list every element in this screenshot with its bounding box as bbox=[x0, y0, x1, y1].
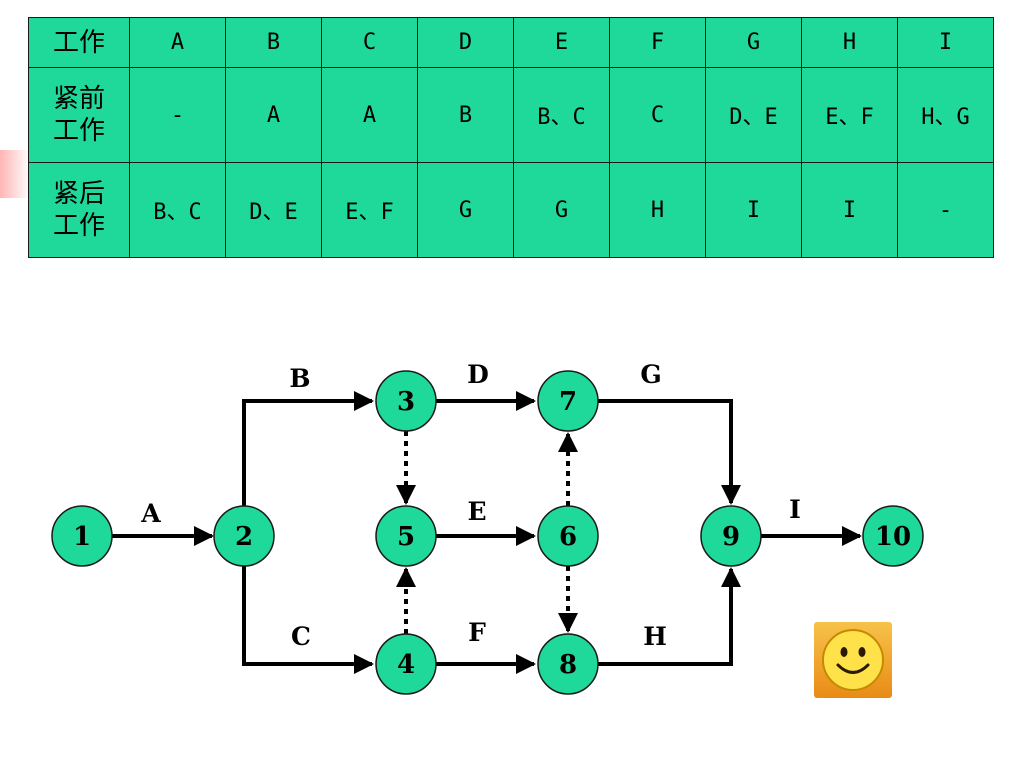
successor-row: 紧后工作 B、C D、E E、F G G H I I - bbox=[28, 162, 994, 258]
activity-label-g: G bbox=[640, 360, 661, 389]
successor-cell: I bbox=[705, 162, 802, 258]
successor-cell: D、E bbox=[225, 162, 322, 258]
work-row-label: 工作 bbox=[28, 17, 130, 68]
node-2-label: 2 bbox=[235, 522, 253, 552]
activity-label-i: I bbox=[789, 495, 801, 524]
node-4: 4 bbox=[375, 633, 437, 695]
node-4-label: 4 bbox=[397, 650, 415, 680]
predecessor-cell: H、G bbox=[897, 67, 994, 163]
successor-cell: - bbox=[897, 162, 994, 258]
node-9: 9 bbox=[700, 505, 762, 567]
work-cell: F bbox=[609, 17, 706, 68]
node-6-label: 6 bbox=[559, 522, 577, 552]
successor-label-line2: 工作 bbox=[52, 211, 105, 241]
node-3: 3 bbox=[375, 370, 437, 432]
activity-label-b: B bbox=[289, 364, 310, 393]
node-5: 5 bbox=[375, 505, 437, 567]
activity-label-a: A bbox=[140, 499, 161, 528]
activity-arrow-c bbox=[242, 566, 374, 674]
activity-arrow-g bbox=[598, 399, 741, 505]
successor-cell: H bbox=[609, 162, 706, 258]
predecessor-cell: B bbox=[417, 67, 514, 163]
successor-cell: I bbox=[801, 162, 898, 258]
node-1: 1 bbox=[51, 505, 113, 567]
predecessor-cell: D、E bbox=[705, 67, 802, 163]
node-8-label: 8 bbox=[559, 650, 577, 680]
predecessor-row-label: 紧前工作 bbox=[28, 67, 130, 163]
activity-label-h: H bbox=[643, 622, 667, 651]
slide-accent-bar bbox=[0, 150, 30, 198]
successor-cell: E、F bbox=[321, 162, 418, 258]
work-cell: G bbox=[705, 17, 802, 68]
work-row: 工作 A B C D E F G H I bbox=[28, 17, 994, 68]
activity-arrow-b bbox=[242, 391, 374, 506]
activity-label-e: E bbox=[467, 497, 486, 526]
activity-label-c: C bbox=[291, 622, 311, 651]
node-7: 7 bbox=[537, 370, 599, 432]
predecessor-cell: B、C bbox=[513, 67, 610, 163]
node-9-label: 9 bbox=[722, 522, 740, 552]
node-3-label: 3 bbox=[397, 387, 415, 417]
node-5-label: 5 bbox=[397, 522, 415, 552]
successor-row-label: 紧后工作 bbox=[28, 162, 130, 258]
activity-label-d: D bbox=[467, 360, 489, 389]
activity-label-f: F bbox=[468, 618, 486, 647]
node-6: 6 bbox=[537, 505, 599, 567]
predecessor-label-line1: 紧前 bbox=[52, 84, 105, 114]
dependency-table: 工作 A B C D E F G H I 紧前工作 - A A B B、C C … bbox=[28, 17, 994, 258]
node-1-label: 1 bbox=[73, 522, 91, 552]
predecessor-cell: - bbox=[129, 67, 226, 163]
successor-cell: G bbox=[417, 162, 514, 258]
smiley-face-icon bbox=[814, 622, 892, 698]
successor-cell: G bbox=[513, 162, 610, 258]
activity-arrow-h bbox=[598, 567, 741, 666]
node-10: 10 bbox=[862, 505, 924, 567]
work-cell: I bbox=[897, 17, 994, 68]
predecessor-cell: A bbox=[321, 67, 418, 163]
node-10-label: 10 bbox=[875, 522, 911, 552]
node-2: 2 bbox=[213, 505, 275, 567]
node-8: 8 bbox=[537, 633, 599, 695]
node-7-label: 7 bbox=[559, 387, 577, 417]
successor-label-line1: 紧后 bbox=[52, 179, 105, 209]
predecessor-label-line2: 工作 bbox=[52, 116, 105, 146]
